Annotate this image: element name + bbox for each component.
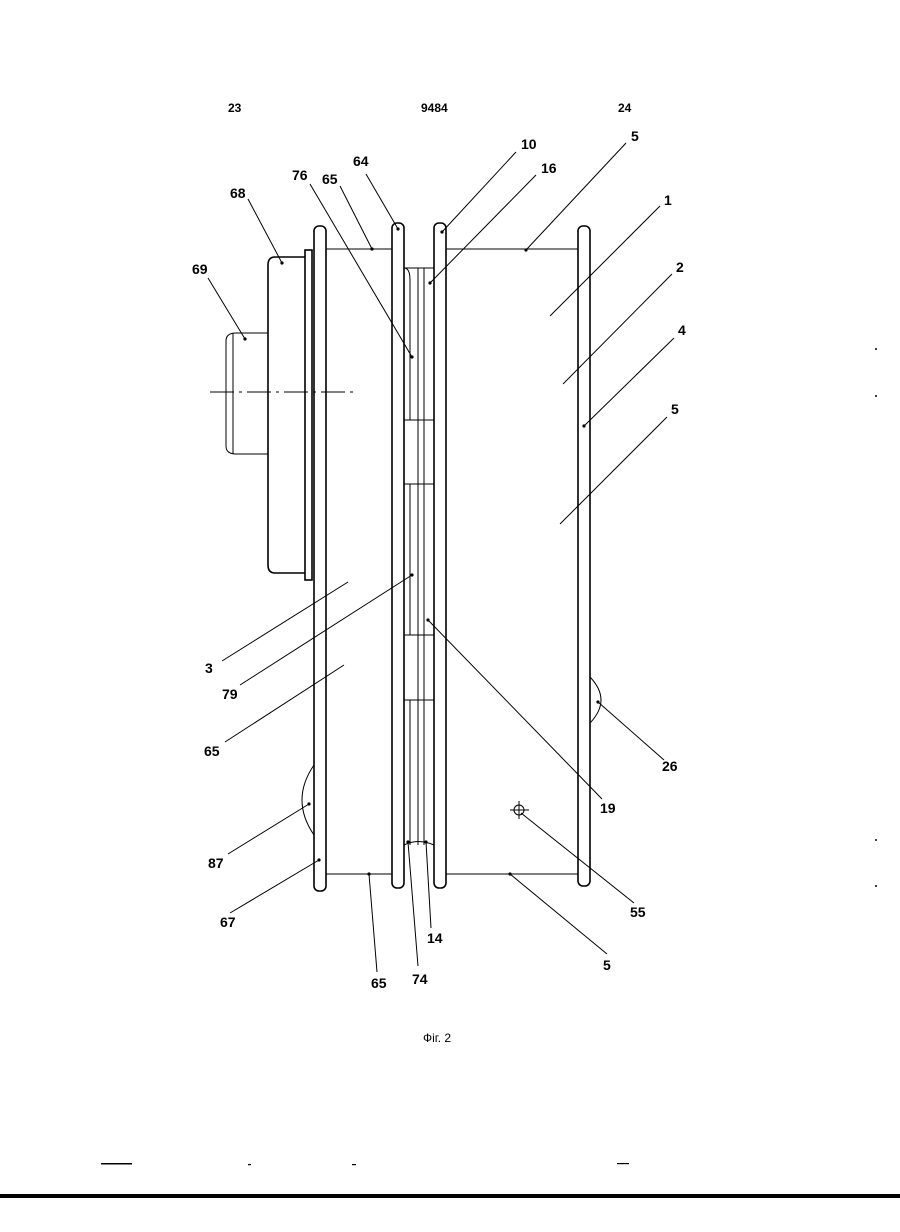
label-3: 3: [205, 660, 213, 676]
label-65-mid: 65: [204, 743, 220, 759]
dot: [524, 248, 527, 251]
dot: [370, 247, 373, 250]
label-1: 1: [664, 192, 672, 208]
speck: [875, 885, 877, 887]
leader-65-top: [340, 186, 372, 249]
leader-68: [248, 199, 282, 263]
label-4: 4: [678, 322, 686, 338]
dot: [424, 840, 427, 843]
dot: [406, 840, 409, 843]
col-block-1: [404, 420, 434, 484]
label-16: 16: [541, 160, 557, 176]
leader-2: [563, 274, 672, 384]
label-65-bot: 65: [371, 975, 387, 991]
leader-14: [426, 842, 431, 928]
dot: [508, 872, 511, 875]
document-number: 9484: [421, 101, 448, 115]
scan-artifacts: [0, 348, 900, 1198]
label-55: 55: [630, 904, 646, 920]
motor-shaft: [226, 333, 268, 454]
right-end-plate: [578, 226, 590, 886]
label-79: 79: [222, 686, 238, 702]
leader-dots: [243, 227, 599, 875]
dot: [396, 227, 399, 230]
label-74: 74: [412, 971, 428, 987]
label-5-bot: 5: [603, 957, 611, 973]
label-5-mid: 5: [671, 401, 679, 417]
label-87: 87: [208, 855, 224, 871]
leader-69: [208, 278, 245, 339]
device-drawing: [210, 223, 601, 891]
label-14: 14: [427, 930, 443, 946]
dot: [428, 281, 431, 284]
label-67: 67: [220, 914, 236, 930]
dot: [410, 573, 413, 576]
label-65-top: 65: [322, 171, 338, 187]
dot: [440, 230, 443, 233]
dot: [243, 337, 246, 340]
leader-19: [428, 620, 602, 799]
leader-3: [222, 582, 348, 661]
dot: [317, 858, 320, 861]
bump-87: [302, 765, 314, 835]
col-block-2: [404, 635, 434, 700]
figure-caption: Фiг. 2: [423, 1031, 451, 1045]
dot: [280, 261, 283, 264]
label-64: 64: [353, 153, 369, 169]
label-68: 68: [230, 185, 246, 201]
leader-4: [584, 338, 674, 426]
page-number-right: 24: [618, 101, 632, 115]
leader-87: [228, 804, 309, 854]
label-26: 26: [662, 758, 678, 774]
speck: [101, 1163, 132, 1165]
speck: [875, 348, 877, 350]
left-end-plate: [314, 226, 326, 891]
dot: [410, 355, 413, 358]
plate-64: [392, 223, 404, 888]
dot: [367, 872, 370, 875]
leader-10: [442, 152, 516, 232]
motor-flange: [305, 250, 312, 580]
speck: [875, 839, 877, 841]
dot: [307, 802, 310, 805]
dot: [582, 424, 585, 427]
speck: [875, 395, 877, 397]
speck: [617, 1163, 629, 1164]
leader-67: [230, 860, 319, 913]
speck: [352, 1164, 356, 1165]
page-number-left: 23: [228, 101, 242, 115]
leader-5-mid: [560, 417, 667, 524]
leader-5-bot: [510, 874, 607, 954]
label-76: 76: [292, 167, 308, 183]
label-10: 10: [521, 136, 537, 152]
label-2: 2: [676, 259, 684, 275]
label-69: 69: [192, 261, 208, 277]
motor-housing: [268, 257, 305, 573]
plate-10: [434, 223, 446, 888]
speck: [248, 1164, 251, 1165]
leader-74: [408, 842, 418, 966]
leader-lines: [208, 143, 674, 972]
bottom-rule: [0, 1194, 900, 1198]
dot: [596, 700, 599, 703]
dot: [426, 618, 429, 621]
leader-65-bot: [369, 874, 377, 972]
leader-64: [366, 174, 398, 229]
label-19: 19: [600, 800, 616, 816]
bump-26: [590, 677, 601, 723]
leader-1: [550, 206, 660, 316]
leader-26: [598, 702, 664, 760]
label-5-top: 5: [631, 128, 639, 144]
reference-numerals: 64 10 5 76 65 16 68 1 69 2 4 5 3 79 65 2…: [192, 128, 686, 991]
